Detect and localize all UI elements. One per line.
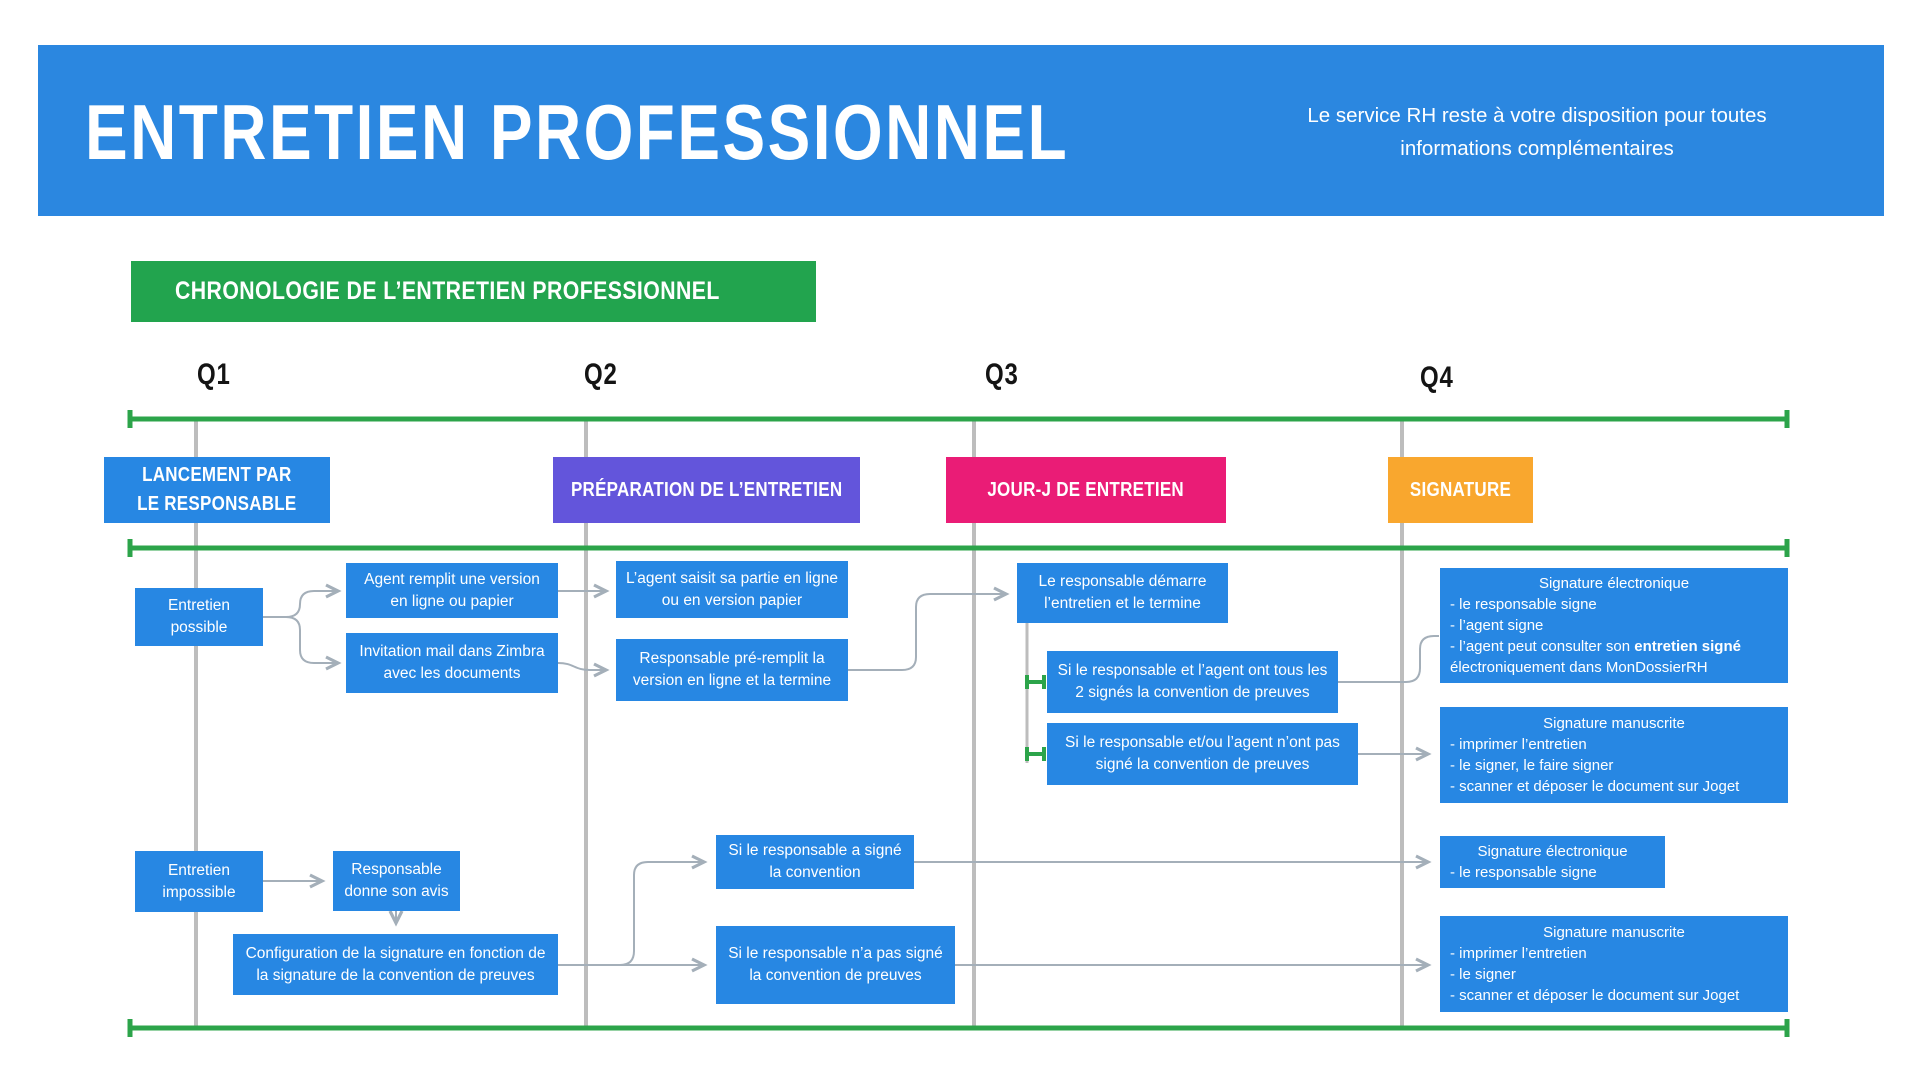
- quarter-label-q4: Q4: [1420, 361, 1454, 394]
- box-signature-manuscrite-complete: Signature manuscrite - imprimer l’entret…: [1440, 707, 1788, 803]
- section-title: CHRONOLOGIE DE L’ENTRETIEN PROFESSIONNEL: [175, 277, 720, 305]
- stage-preparation: PRÉPARATION DE L’ENTRETIEN: [553, 457, 860, 523]
- connector-arrows: [262, 583, 1439, 973]
- header-note-line1: Le service RH reste à votre disposition …: [1307, 104, 1767, 127]
- stage-lancement: LANCEMENT PAR LE RESPONSABLE: [104, 457, 330, 523]
- stage-preparation-label: PRÉPARATION DE L’ENTRETIEN: [570, 478, 843, 501]
- connector-possible-to-invitation: [262, 616, 342, 671]
- header-band: [38, 45, 1884, 216]
- header-note-line2: informations complémentaires: [1400, 137, 1674, 160]
- box-agent-saisit: L’agent saisit sa partie en ligne ou en …: [616, 561, 848, 618]
- box-invitation-mail: Invitation mail dans Zimbra avec les doc…: [346, 633, 558, 693]
- quarter-label-q3: Q3: [985, 358, 1019, 391]
- header-note: Le service RH reste à votre disposition …: [1246, 99, 1828, 165]
- box-signature-electronique-simple: Signature électronique - le responsable …: [1440, 836, 1665, 888]
- stage-jour-j-label: JOUR-J DE ENTRETIEN: [987, 478, 1185, 501]
- green-ibeam-links: [1025, 675, 1046, 761]
- box-responsable-signe: Si le responsable a signé la convention: [716, 835, 914, 889]
- stage-jour-j: JOUR-J DE ENTRETIEN: [946, 457, 1226, 523]
- box-signature-electronique-complete: Signature électronique - le responsable …: [1440, 568, 1788, 683]
- box-responsable-avis: Responsable donne son avis: [333, 851, 460, 911]
- box-tous-signes: Si le responsable et l’agent ont tous le…: [1047, 651, 1338, 713]
- box-responsable-preremplit: Responsable pré-remplit la version en li…: [616, 639, 848, 701]
- connector-preremplit-to-demarre: [848, 586, 1010, 671]
- quarter-label-q1: Q1: [197, 358, 231, 391]
- connector-tous-signes-to-sig-elec: [1338, 635, 1439, 683]
- box-entretien-possible: Entretien possible: [135, 588, 263, 646]
- box-responsable-pas-signe: Si le responsable n’a pas signé la conve…: [716, 926, 955, 1004]
- connector-possible-to-agent: [262, 583, 342, 618]
- stage-lancement-label: LANCEMENT PAR LE RESPONSABLE: [137, 464, 297, 515]
- stage-signature-label: SIGNATURE: [1409, 478, 1512, 501]
- quarter-label-q2: Q2: [584, 358, 618, 391]
- page-title: ENTRETIEN PROFESSIONNEL: [85, 88, 1070, 176]
- box-entretien-impossible: Entretien impossible: [135, 851, 263, 912]
- green-timeline-bars: [127, 410, 1790, 1037]
- box-signature-manuscrite-simple: Signature manuscrite - imprimer l’entret…: [1440, 916, 1788, 1012]
- section-banner: CHRONOLOGIE DE L’ENTRETIEN PROFESSIONNEL: [131, 261, 816, 322]
- box-configuration-signature: Configuration de la signature en fonctio…: [233, 934, 558, 995]
- box-agent-remplit: Agent remplit une version en ligne ou pa…: [346, 563, 558, 618]
- box-responsable-demarre: Le responsable démarre l’entretien et le…: [1017, 563, 1228, 623]
- connector-config-to-signe: [619, 854, 708, 966]
- box-pas-signes: Si le responsable et/ou l’agent n’ont pa…: [1047, 723, 1358, 785]
- stage-signature: SIGNATURE: [1388, 457, 1533, 523]
- connector-invitation-to-preremplit: [557, 662, 610, 678]
